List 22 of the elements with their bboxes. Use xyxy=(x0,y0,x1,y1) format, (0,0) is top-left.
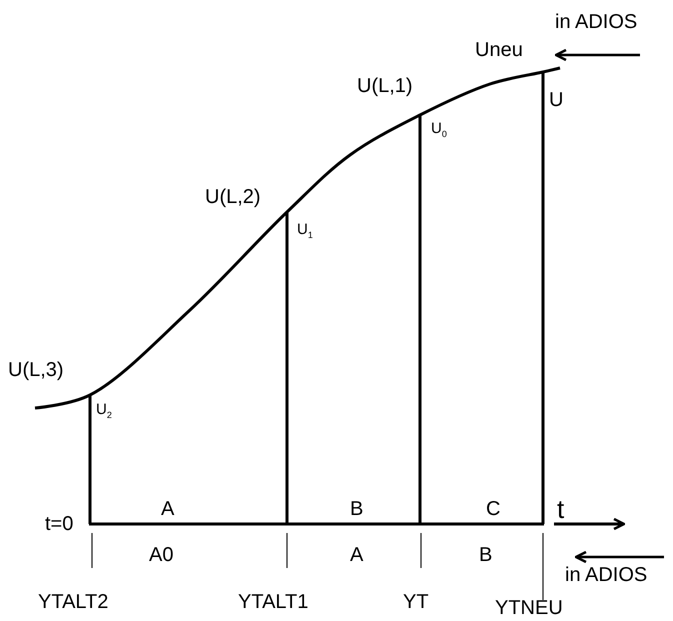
value-label: U xyxy=(549,90,564,110)
value-label: U$_{0}$ xyxy=(431,121,447,139)
interval-label: B xyxy=(350,499,364,519)
axis-label: t xyxy=(557,496,564,522)
time-label: YT xyxy=(403,592,429,612)
axis-label: t=0 xyxy=(45,514,74,534)
interval-label: B xyxy=(479,545,492,565)
value-label: U$_{2}$ xyxy=(96,402,112,420)
interval-label: A0 xyxy=(149,545,174,565)
annotation-text: in ADIOS xyxy=(565,565,648,585)
time-label: YTNEU xyxy=(495,598,563,618)
time-label: YTALT1 xyxy=(238,592,308,612)
point-label: U(L,2) xyxy=(205,187,261,207)
interval-label: A xyxy=(350,545,364,565)
interval-label: A xyxy=(161,499,174,519)
value-label: U$_{1}$ xyxy=(297,222,313,240)
time-label: YTALT2 xyxy=(38,592,108,612)
curve-label: Uneu xyxy=(475,40,523,60)
annotation-text: in ADIOS xyxy=(555,12,638,32)
point-label: U(L,3) xyxy=(8,360,64,380)
interval-label: C xyxy=(486,499,500,519)
point-label: U(L,1) xyxy=(357,76,413,96)
